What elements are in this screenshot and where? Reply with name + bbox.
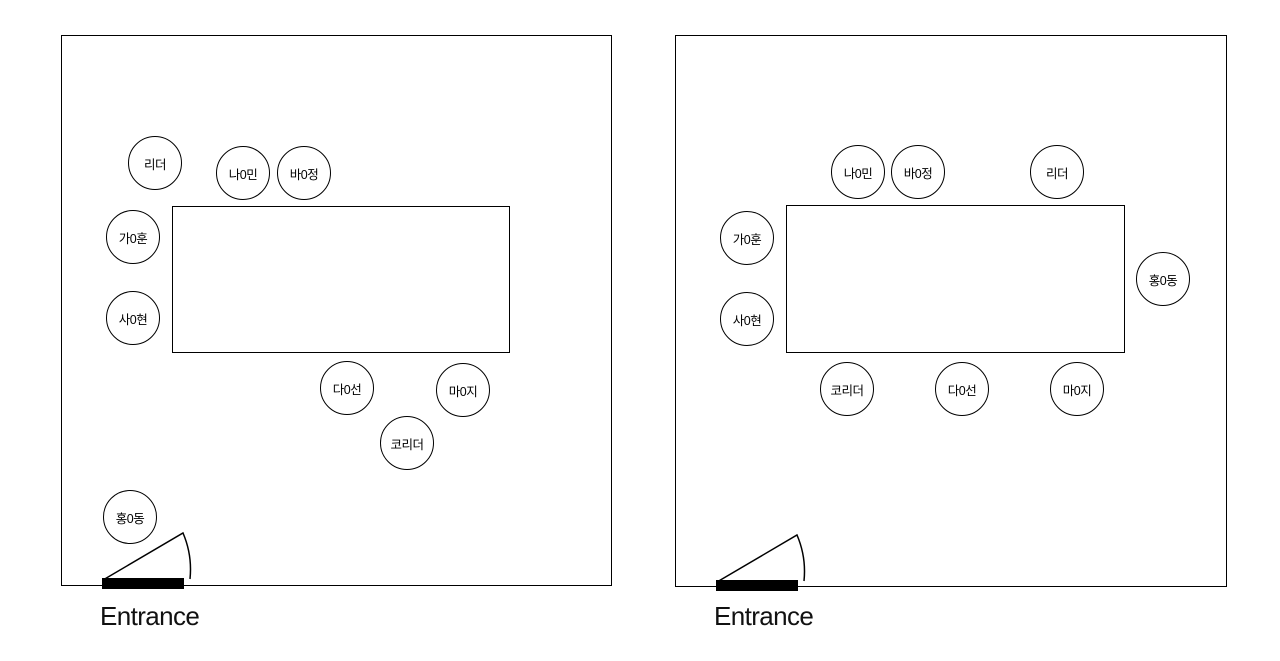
seat-circle: 사0현 bbox=[106, 291, 160, 345]
seat-circle: 홍0동 bbox=[103, 490, 157, 544]
seat-circle: 코리더 bbox=[820, 362, 874, 416]
entrance-label: Entrance bbox=[100, 601, 200, 631]
seat-circle: 바0정 bbox=[891, 145, 945, 199]
seat-circle: 나0민 bbox=[216, 146, 270, 200]
seat-circle: 가0훈 bbox=[720, 211, 774, 265]
room-outline-left: 리더 나0민 바0정 가0훈 사0현 다0선 마0지 코리더 홍0동 bbox=[61, 35, 612, 589]
seat-circle: 리더 bbox=[1030, 145, 1084, 199]
seat-circle: 다0선 bbox=[320, 361, 374, 415]
conference-table bbox=[172, 206, 510, 353]
door-swing-icon bbox=[716, 533, 806, 591]
entrance-label: Entrance bbox=[714, 601, 814, 631]
seat-circle: 홍0동 bbox=[1136, 252, 1190, 306]
room-outline-right: 나0민 바0정 리더 가0훈 사0현 홍0동 코리더 다0선 마0지 bbox=[675, 35, 1227, 591]
seat-circle: 코리더 bbox=[380, 416, 434, 470]
seat-circle: 다0선 bbox=[935, 362, 989, 416]
seat-circle: 바0정 bbox=[277, 146, 331, 200]
seat-circle: 나0민 bbox=[831, 145, 885, 199]
conference-table bbox=[786, 205, 1125, 353]
seat-circle: 마0지 bbox=[436, 363, 490, 417]
seat-circle: 리더 bbox=[128, 136, 182, 190]
seat-circle: 사0현 bbox=[720, 292, 774, 346]
seat-circle: 마0지 bbox=[1050, 362, 1104, 416]
seat-circle: 가0훈 bbox=[106, 210, 160, 264]
door-swing-icon bbox=[102, 531, 192, 589]
